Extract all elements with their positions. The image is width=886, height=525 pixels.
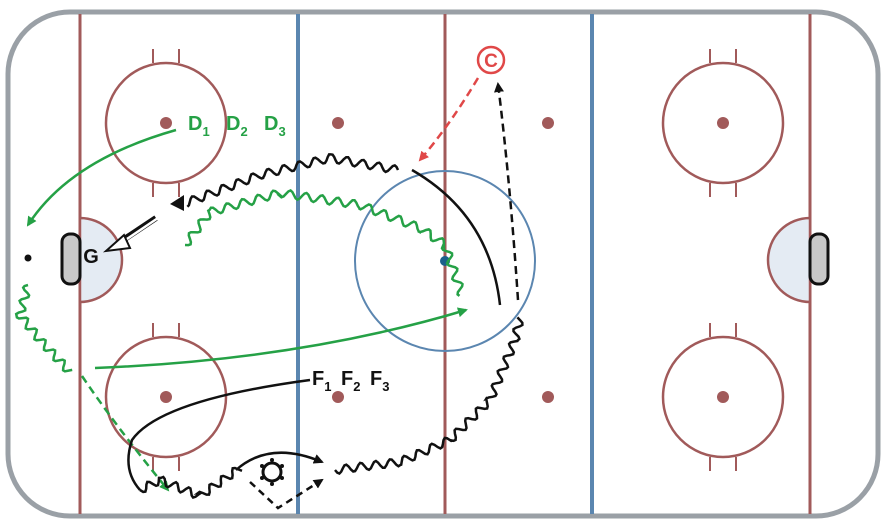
faceoff-circle-left-bottom	[104, 323, 228, 471]
forward-player-label-1: F1	[312, 368, 331, 394]
defense-dashed-path	[80, 375, 170, 492]
crease-right	[766, 216, 812, 304]
faceoff-circle-left-top	[104, 49, 228, 197]
crease-left	[78, 216, 124, 304]
forward-arrowhead	[170, 195, 184, 211]
neutral-dot	[542, 117, 554, 129]
defense-skate-path-loop	[184, 189, 464, 297]
neutral-dot	[332, 117, 344, 129]
pylon-dashed-path	[249, 478, 324, 510]
neutral-dot	[332, 391, 344, 403]
forward-labels: F1 F2 F3	[312, 368, 389, 394]
forward-skate-path-low	[127, 378, 311, 491]
forward-skate-path-right	[334, 316, 524, 475]
pylon-approach-path	[235, 451, 324, 471]
defense-skate-path-boards	[14, 283, 73, 373]
forward-player-label-3: F3	[370, 368, 389, 394]
goalie-label: G	[83, 246, 99, 268]
forward-curve-path	[411, 168, 502, 306]
puck-icon	[24, 254, 32, 262]
pass-to-goalie-arrowhead	[102, 233, 132, 253]
faceoff-circle-right-top	[661, 49, 785, 197]
forward-dashed-path	[494, 82, 520, 301]
net-right	[808, 232, 830, 286]
defense-player-label-1: D1	[188, 113, 210, 139]
faceoff-circle-right-bottom	[661, 323, 785, 471]
defense-pass-path	[26, 128, 177, 227]
center-circle	[354, 170, 536, 352]
defense-labels: D1 D2 D3	[188, 113, 286, 139]
forward-skate-path-top	[186, 153, 400, 208]
coach-label: C	[484, 51, 498, 72]
defense-player-label-3: D3	[264, 113, 286, 139]
defense-player-label-2: D2	[226, 113, 248, 139]
pass-to-goalie-line-inner	[123, 216, 159, 243]
pylon-icon	[260, 458, 284, 486]
forward-skate-path-bottom	[139, 466, 243, 499]
net-left	[60, 232, 82, 286]
forward-player-label-2: F2	[341, 368, 360, 394]
neutral-dot	[542, 391, 554, 403]
coach-pass-path	[418, 77, 480, 162]
defense-long-pass-path	[94, 307, 468, 370]
coach-marker-icon: C	[476, 45, 506, 75]
